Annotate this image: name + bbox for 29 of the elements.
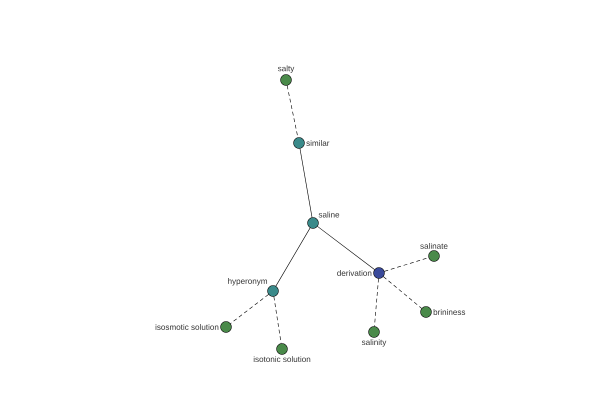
node-label: salinity bbox=[362, 339, 386, 347]
graph-node: isotonic solution bbox=[254, 343, 310, 362]
node-label: isotonic solution bbox=[254, 356, 310, 362]
graph-node: brininess bbox=[420, 306, 466, 318]
node-label: salinate bbox=[420, 242, 448, 249]
node-label: isosmotic solution bbox=[156, 324, 218, 330]
node-label: salty bbox=[278, 65, 294, 73]
connector-line bbox=[276, 228, 310, 286]
node-label: hyperonym bbox=[228, 278, 268, 286]
connector-line bbox=[300, 148, 312, 218]
connector-line bbox=[274, 296, 282, 344]
connector-line bbox=[317, 226, 375, 270]
graph-node: derivation bbox=[337, 267, 385, 279]
node-label: saline bbox=[318, 212, 340, 218]
node-label: similar bbox=[306, 140, 330, 146]
connector-line bbox=[286, 85, 298, 138]
node-label: brininess bbox=[434, 309, 466, 315]
graph-node: salty bbox=[278, 65, 294, 86]
connector-line bbox=[374, 278, 379, 327]
graph-node: isosmotic solution bbox=[156, 321, 232, 333]
graph-node: salinity bbox=[362, 326, 386, 347]
node-label: derivation bbox=[337, 270, 372, 276]
graph-node: similar bbox=[293, 137, 330, 149]
connector-line bbox=[230, 294, 269, 324]
connector-line bbox=[384, 257, 429, 272]
connector-line bbox=[383, 276, 422, 309]
graph-node: hyperonym bbox=[228, 278, 279, 297]
graph-node: salinate bbox=[420, 242, 448, 262]
graph-node: saline bbox=[307, 212, 340, 229]
